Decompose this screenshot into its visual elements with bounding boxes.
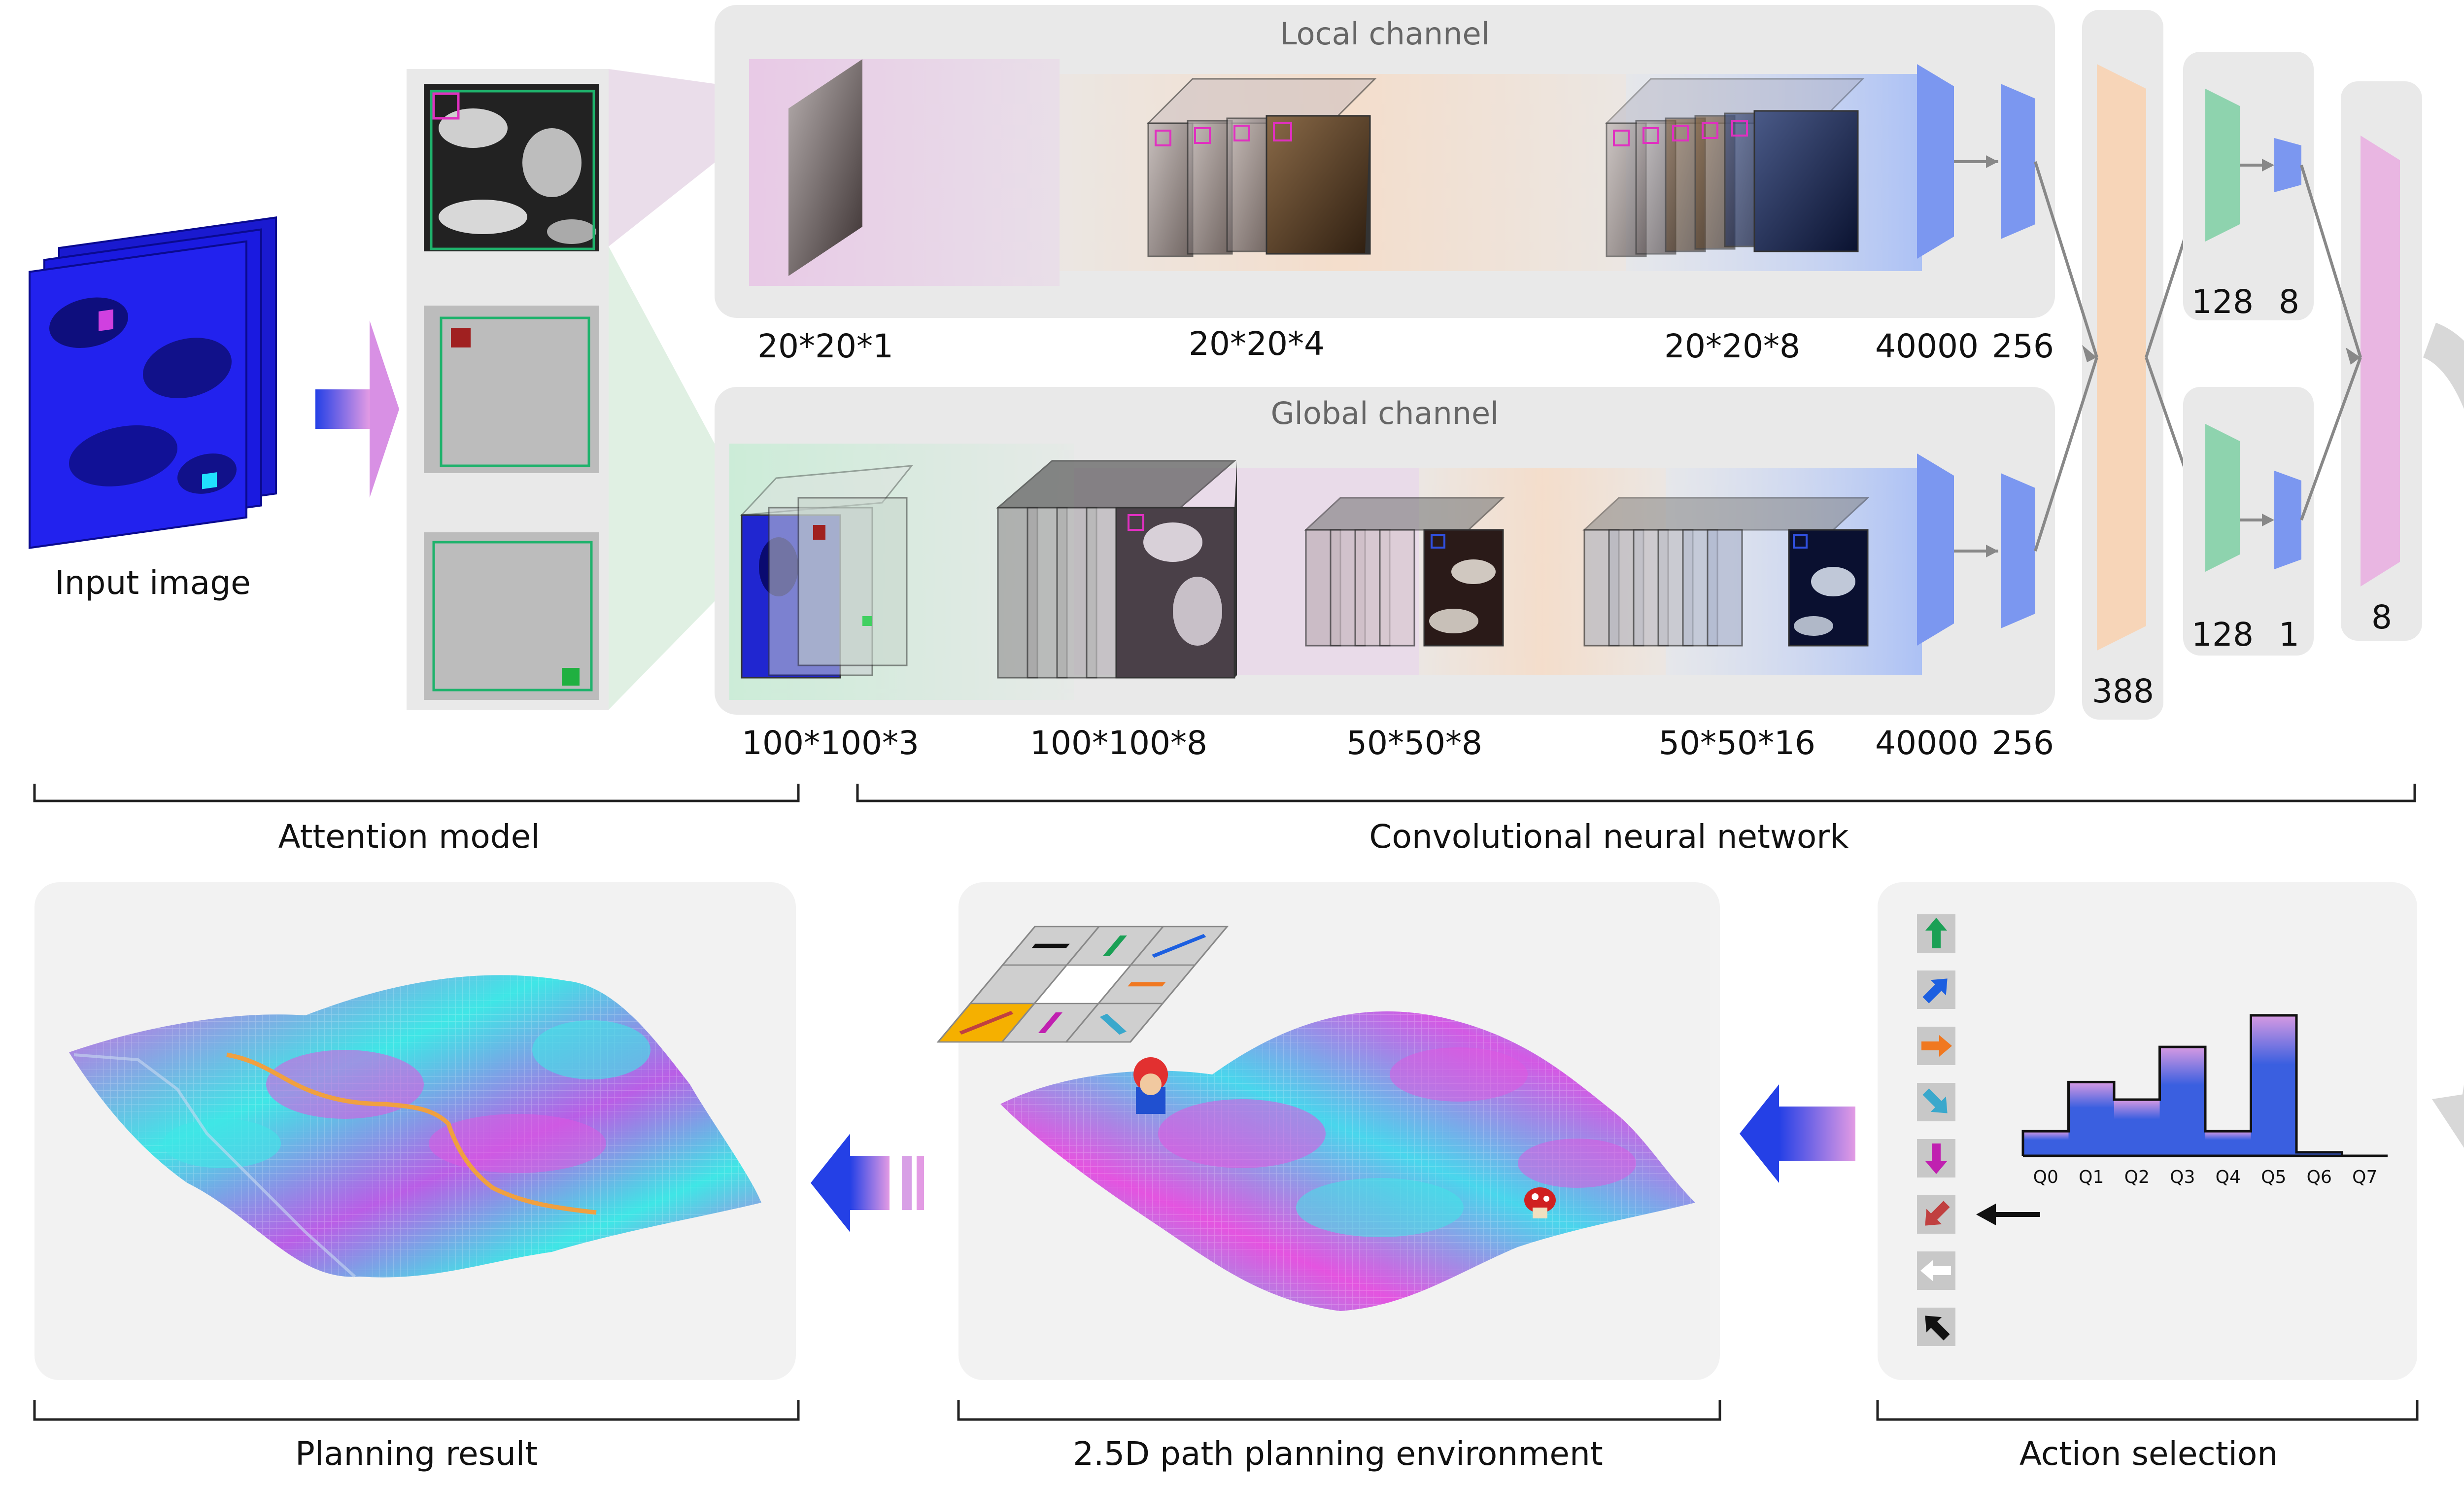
global-channel-title: Global channel [1271, 395, 1499, 431]
global-conv2-stack [1304, 497, 1505, 647]
q-bar [2068, 1082, 2115, 1156]
fc-head-b [2183, 387, 2314, 656]
arrow-down-left-icon [1917, 1195, 1955, 1234]
planned-path-line [226, 1052, 597, 1215]
section-brackets [33, 784, 2419, 1421]
action-arrow-list [1917, 914, 1955, 1346]
output-connectors [2300, 165, 2362, 521]
local-fc-256 [2001, 84, 2035, 239]
input-image-label: Input image [55, 564, 250, 602]
local-dim-fc1: 40000 [1875, 327, 1979, 365]
caption-attention-model: Attention model [278, 818, 540, 856]
global-funnel [609, 246, 715, 710]
global-fc-256 [2001, 473, 2035, 628]
fc-head-b-dim2: 1 [2279, 616, 2299, 654]
global-channel-panel: Global channel [715, 387, 2055, 715]
fc-output-dim: 8 [2371, 598, 2392, 636]
q-bar [2159, 1047, 2206, 1156]
local-dim-conv2: 20*20*8 [1664, 327, 1800, 365]
local-channel-panel: Local channel [715, 5, 2055, 318]
q-tick-label: Q0 [2033, 1167, 2058, 1187]
global-fc-40000 [1917, 453, 1954, 646]
fc-head-a-dim1: 128 [2191, 283, 2254, 321]
curved-flow-arrow [2422, 322, 2464, 1148]
q-tick-label: Q7 [2352, 1167, 2377, 1187]
global-dim-input: 100*100*3 [742, 724, 919, 762]
flow-arrow-action-to-env [1740, 1084, 1855, 1183]
environment-terrain [1000, 1011, 1695, 1311]
global-dim-fc1: 40000 [1875, 724, 1979, 762]
q-tick-label: Q4 [2216, 1167, 2241, 1187]
q-bar [2114, 1100, 2160, 1156]
arrow-up-icon [1917, 914, 1955, 953]
input-image-stack [29, 216, 277, 549]
q-tick-label: Q6 [2307, 1167, 2332, 1187]
local-input-map [788, 59, 862, 276]
q-outline [2021, 1014, 2388, 1157]
local-dim-fc2: 256 [1992, 327, 2054, 365]
local-fc-40000 [1917, 64, 1954, 259]
arrow-down-icon [1917, 1139, 1955, 1177]
q-tick-label: Q3 [2170, 1167, 2195, 1187]
q-tick-label: Q2 [2124, 1167, 2150, 1187]
fc-head-b-dim1: 128 [2191, 616, 2254, 654]
arrow-left-icon [1917, 1251, 1955, 1290]
local-funnel [609, 69, 715, 246]
global-dim-conv3: 50*50*16 [1659, 724, 1815, 762]
attention-goal-view [424, 532, 599, 700]
global-conv1-stack [995, 460, 1237, 679]
caption-cnn: Convolutional neural network [1369, 818, 1849, 856]
arrow-up-left-icon [1917, 1308, 1955, 1346]
local-conv1-stack [1146, 78, 1377, 257]
local-channel-title: Local channel [1280, 16, 1490, 52]
environment-panel [936, 882, 1720, 1380]
attention-agent-view [424, 306, 599, 473]
planning-result-panel [34, 882, 796, 1380]
q-bar [2023, 1131, 2069, 1156]
mario-agent-icon [1133, 1057, 1168, 1114]
attention-local-view [424, 84, 599, 251]
q-bar [2296, 1152, 2342, 1156]
q-bar [2251, 1015, 2297, 1156]
q-tick-label: Q1 [2079, 1167, 2104, 1187]
global-input-stack [740, 465, 914, 679]
fc-merge-dim: 388 [2092, 672, 2154, 710]
mushroom-goal-icon [1524, 1187, 1556, 1218]
fc-head-a [2183, 52, 2314, 320]
local-dim-conv1: 20*20*4 [1189, 325, 1325, 363]
action-grid-overlay [936, 926, 1229, 1043]
global-dim-fc2: 256 [1992, 724, 2054, 762]
global-dim-conv1: 100*100*8 [1030, 724, 1207, 762]
local-conv2-stack [1605, 78, 1865, 257]
flow-arrow-input-to-attention [315, 320, 399, 498]
attention-model-panel [407, 69, 609, 710]
fc-merge-block [2082, 10, 2163, 720]
caption-planning-result: Planning result [295, 1435, 538, 1473]
arrow-down-right-icon [1917, 1083, 1955, 1121]
fc-output-block [2341, 81, 2422, 641]
selected-action-pointer [1976, 1204, 2040, 1225]
q-tick-label: Q5 [2261, 1167, 2286, 1187]
flow-arrow-env-to-result [811, 1134, 924, 1232]
global-conv3-stack [1582, 497, 1870, 647]
local-dim-input: 20*20*1 [757, 327, 893, 365]
planning-result-terrain [69, 975, 761, 1278]
arrow-up-right-icon [1917, 970, 1955, 1009]
arrow-right-icon [1917, 1027, 1955, 1065]
fc-head-a-dim2: 8 [2279, 283, 2299, 321]
caption-action-selection: Action selection [2019, 1435, 2278, 1473]
global-dim-conv2: 50*50*8 [1346, 724, 1482, 762]
caption-environment: 2.5D path planning environment [1073, 1435, 1603, 1473]
q-value-chart: Q0 Q1 Q2 Q3 Q4 Q5 Q6 Q7 [2021, 1014, 2388, 1187]
q-bar [2205, 1131, 2251, 1156]
input-noise-texture [49, 297, 237, 494]
